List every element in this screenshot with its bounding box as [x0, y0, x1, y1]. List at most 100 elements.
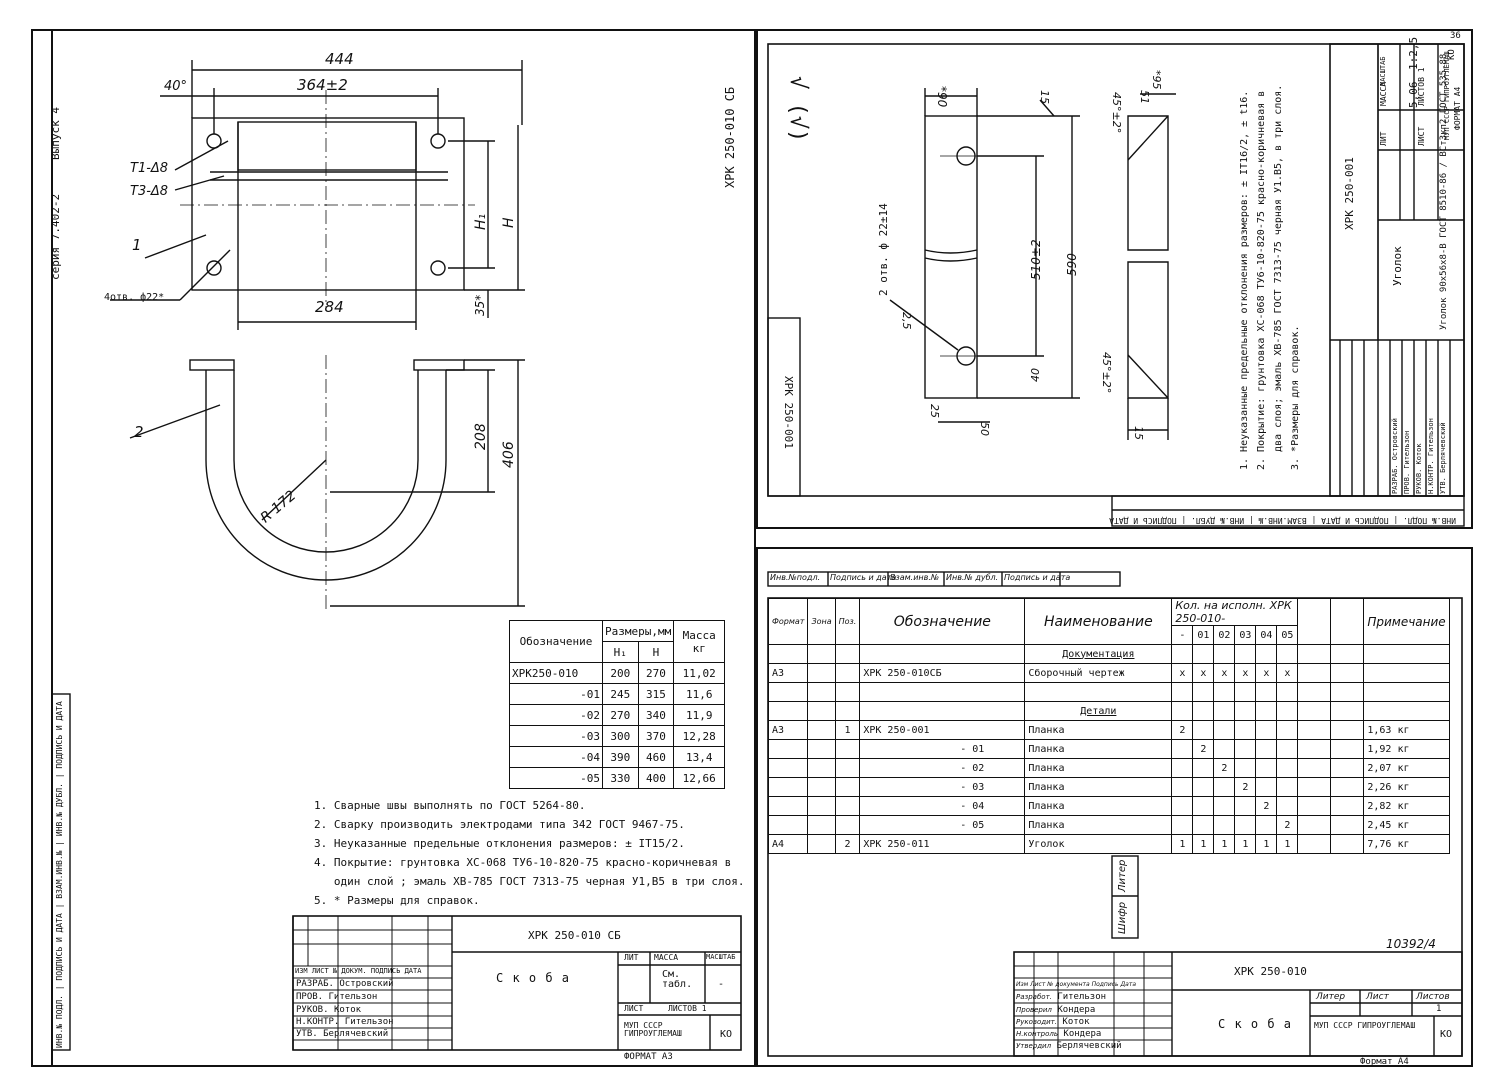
tr-tb-role: ПРОВ. Гительзон [1403, 430, 1411, 494]
spec-sheet-number: 10392/4 [1386, 937, 1436, 951]
spec-tb-role: Н.контроль Кондера [1016, 1029, 1102, 1039]
left-tb-format: ФОРМАТ А3 [624, 1052, 673, 1062]
params-header-mass: Масса кг [673, 620, 726, 663]
spec-tb-role: Разработ. Гительзон [1016, 992, 1107, 1002]
spec-tb-code: ХРК 250-010 [1234, 965, 1307, 978]
params-sub-h1: Н₁ [602, 641, 639, 663]
spec-col-note: Примечание [1363, 598, 1450, 645]
tr-dim-15b: 15 [1132, 426, 1145, 440]
spec-row: Детали [767, 701, 1450, 721]
left-tb-role: Н.КОНТР. Гительзон [296, 1017, 394, 1027]
left-tb-ko: КО [720, 1029, 733, 1040]
tr-dim-25: 25 [928, 404, 941, 418]
spec-table: Формат Зона Поз. Обозначение Наименовани… [767, 598, 1450, 854]
spec-side-cipher: Шифр [1117, 901, 1128, 934]
spec-col-designation: Обозначение [859, 598, 1026, 645]
left-tb-sheets: ЛИСТОВ 1 [668, 1004, 707, 1013]
spec-col-format: Формат [767, 598, 809, 645]
left-tb-role: ПРОВ. Гительзон [296, 992, 378, 1002]
callout-pos1: 1 [132, 236, 142, 254]
tr-tb-sheet: ЛИСТ [1417, 126, 1426, 146]
left-sheet-frame [31, 29, 756, 1067]
spec-tb-ko: КО [1440, 1029, 1453, 1040]
spec-row [767, 682, 1450, 702]
tr-bottom-stamp: ИНВ.№ ПОДЛ. | ПОДПИСЬ И ДАТА | ВЗАМ.ИНВ.… [1109, 516, 1456, 525]
tr-notes: 1. Неуказанные предельные отклонения раз… [1236, 85, 1304, 470]
tr-dim-590: 590 [1065, 253, 1079, 276]
note-line: 2. Сварку производить электродами типа 3… [314, 818, 685, 831]
callout-pos2: 2 [134, 423, 144, 441]
spec-stamp-4: Подпись и дата [1004, 573, 1071, 582]
spec-side-literal: Литер [1117, 859, 1128, 892]
spec-tb-role: Проверил Кондера [1016, 1005, 1096, 1015]
tr-dim-90: *90 [935, 86, 949, 108]
left-notes: 1. Сварные швы выполнять по ГОСТ 5264-80… [314, 796, 744, 910]
tr-tb-ko: КО [1447, 49, 1457, 60]
tr-title-code: ХРК 250-001 [1343, 157, 1356, 230]
tr-doc-code: ХРК 250-001 [782, 376, 795, 449]
spec-col-name: Наименование [1024, 598, 1173, 645]
left-doc-code: ХРК 250-010 СБ [723, 86, 737, 188]
spec-stamp-2: Взам.инв.№ [890, 573, 940, 582]
tr-tb-lit: ЛИТ [1379, 131, 1388, 146]
left-tb-role: УТВ. Берлячевский [296, 1029, 389, 1039]
tr-note-line: 2. Покрытие: грунтовка ХС-068 ТУ6-10-820… [1256, 90, 1267, 470]
tr-tb-role: РУКОВ. Коток [1415, 443, 1423, 494]
dim-small: 35* [473, 294, 487, 316]
spec-stamp-1: Подпись и дата [830, 573, 897, 582]
left-tb-name: С к о б а [496, 971, 571, 985]
spec-row: Документация [767, 644, 1450, 664]
left-tb-sheet: ЛИСТ [624, 1004, 644, 1013]
spec-tb-header-cols: Изм Лист № документа Подпись Дата [1016, 981, 1137, 988]
tr-angle1: 45°±2° [1110, 92, 1123, 134]
tr-tb-role: УТВ. Берлячевский [1439, 422, 1447, 494]
spec-col-qty: Кол. на исполн. ХРК 250-010- [1171, 598, 1299, 626]
params-table: Обозначение Размеры,мм Масса кг Н₁ Н ХРК… [509, 620, 726, 789]
spec-stamp-0: Инв.№подл. [770, 573, 821, 582]
left-tb-scale: - [718, 979, 725, 990]
tr-dim-2-5: 2,5 [900, 312, 913, 330]
spec-col-pos: Поз. [834, 598, 861, 645]
roughness-mark: √ (√) [785, 76, 810, 143]
left-tb-mass: См. табл. [662, 969, 693, 990]
tr-tb-scale: 1:2,5 [1407, 36, 1420, 70]
tr-dim-51: 51 [1138, 90, 1151, 104]
tr-tb-role: Н.КОНТР. Гительзон [1427, 418, 1435, 494]
tr-tb-sheets: ЛИСТОВ 1 [1417, 67, 1426, 106]
callout-t1: Т1-Δ8 [130, 161, 169, 176]
callout-holes: 4отв. ф22* [104, 292, 165, 303]
tr-angle2: 45°±2° [1100, 352, 1113, 394]
note-line: один слой ; эмаль ХВ-785 ГОСТ 7313-75 че… [314, 875, 745, 888]
left-tb-scale-h: МАСШТАБ [706, 953, 736, 961]
left-tb-lit: ЛИТ [624, 953, 639, 962]
dim-total: 444 [325, 50, 354, 68]
spec-tb-sheets: Листов [1416, 992, 1450, 1002]
tr-note-line: 1. Неуказанные предельные отклонения раз… [1239, 90, 1250, 470]
note-line: 4. Покрытие: грунтовка ХС-068 ТУ6-10-820… [314, 856, 732, 869]
left-tb-header-cols: ИЗМ ЛИСТ № ДОКУМ. ПОДПИСЬ ДАТА [295, 967, 422, 975]
tr-note-line: 3. *Размеры для справок. [1290, 325, 1301, 471]
note-line: 3. Неуказанные предельные отклонения раз… [314, 837, 685, 850]
spec-tb-sheets-value: 1 [1436, 1004, 1442, 1014]
params-sub-h: Н [637, 641, 675, 663]
dim-inner: 364±2 [297, 76, 348, 94]
tr-dim-40: 40 [1029, 368, 1042, 382]
spec-tb-sheet: Лист [1366, 992, 1389, 1002]
tr-dim-50: 50 [978, 422, 991, 436]
tr-dim-15: 15 [1038, 90, 1051, 104]
dim-h1: H₁ [473, 213, 489, 230]
spec-col-zone: Зона [807, 598, 836, 645]
left-tb-mass-h: МАССА [654, 953, 679, 962]
